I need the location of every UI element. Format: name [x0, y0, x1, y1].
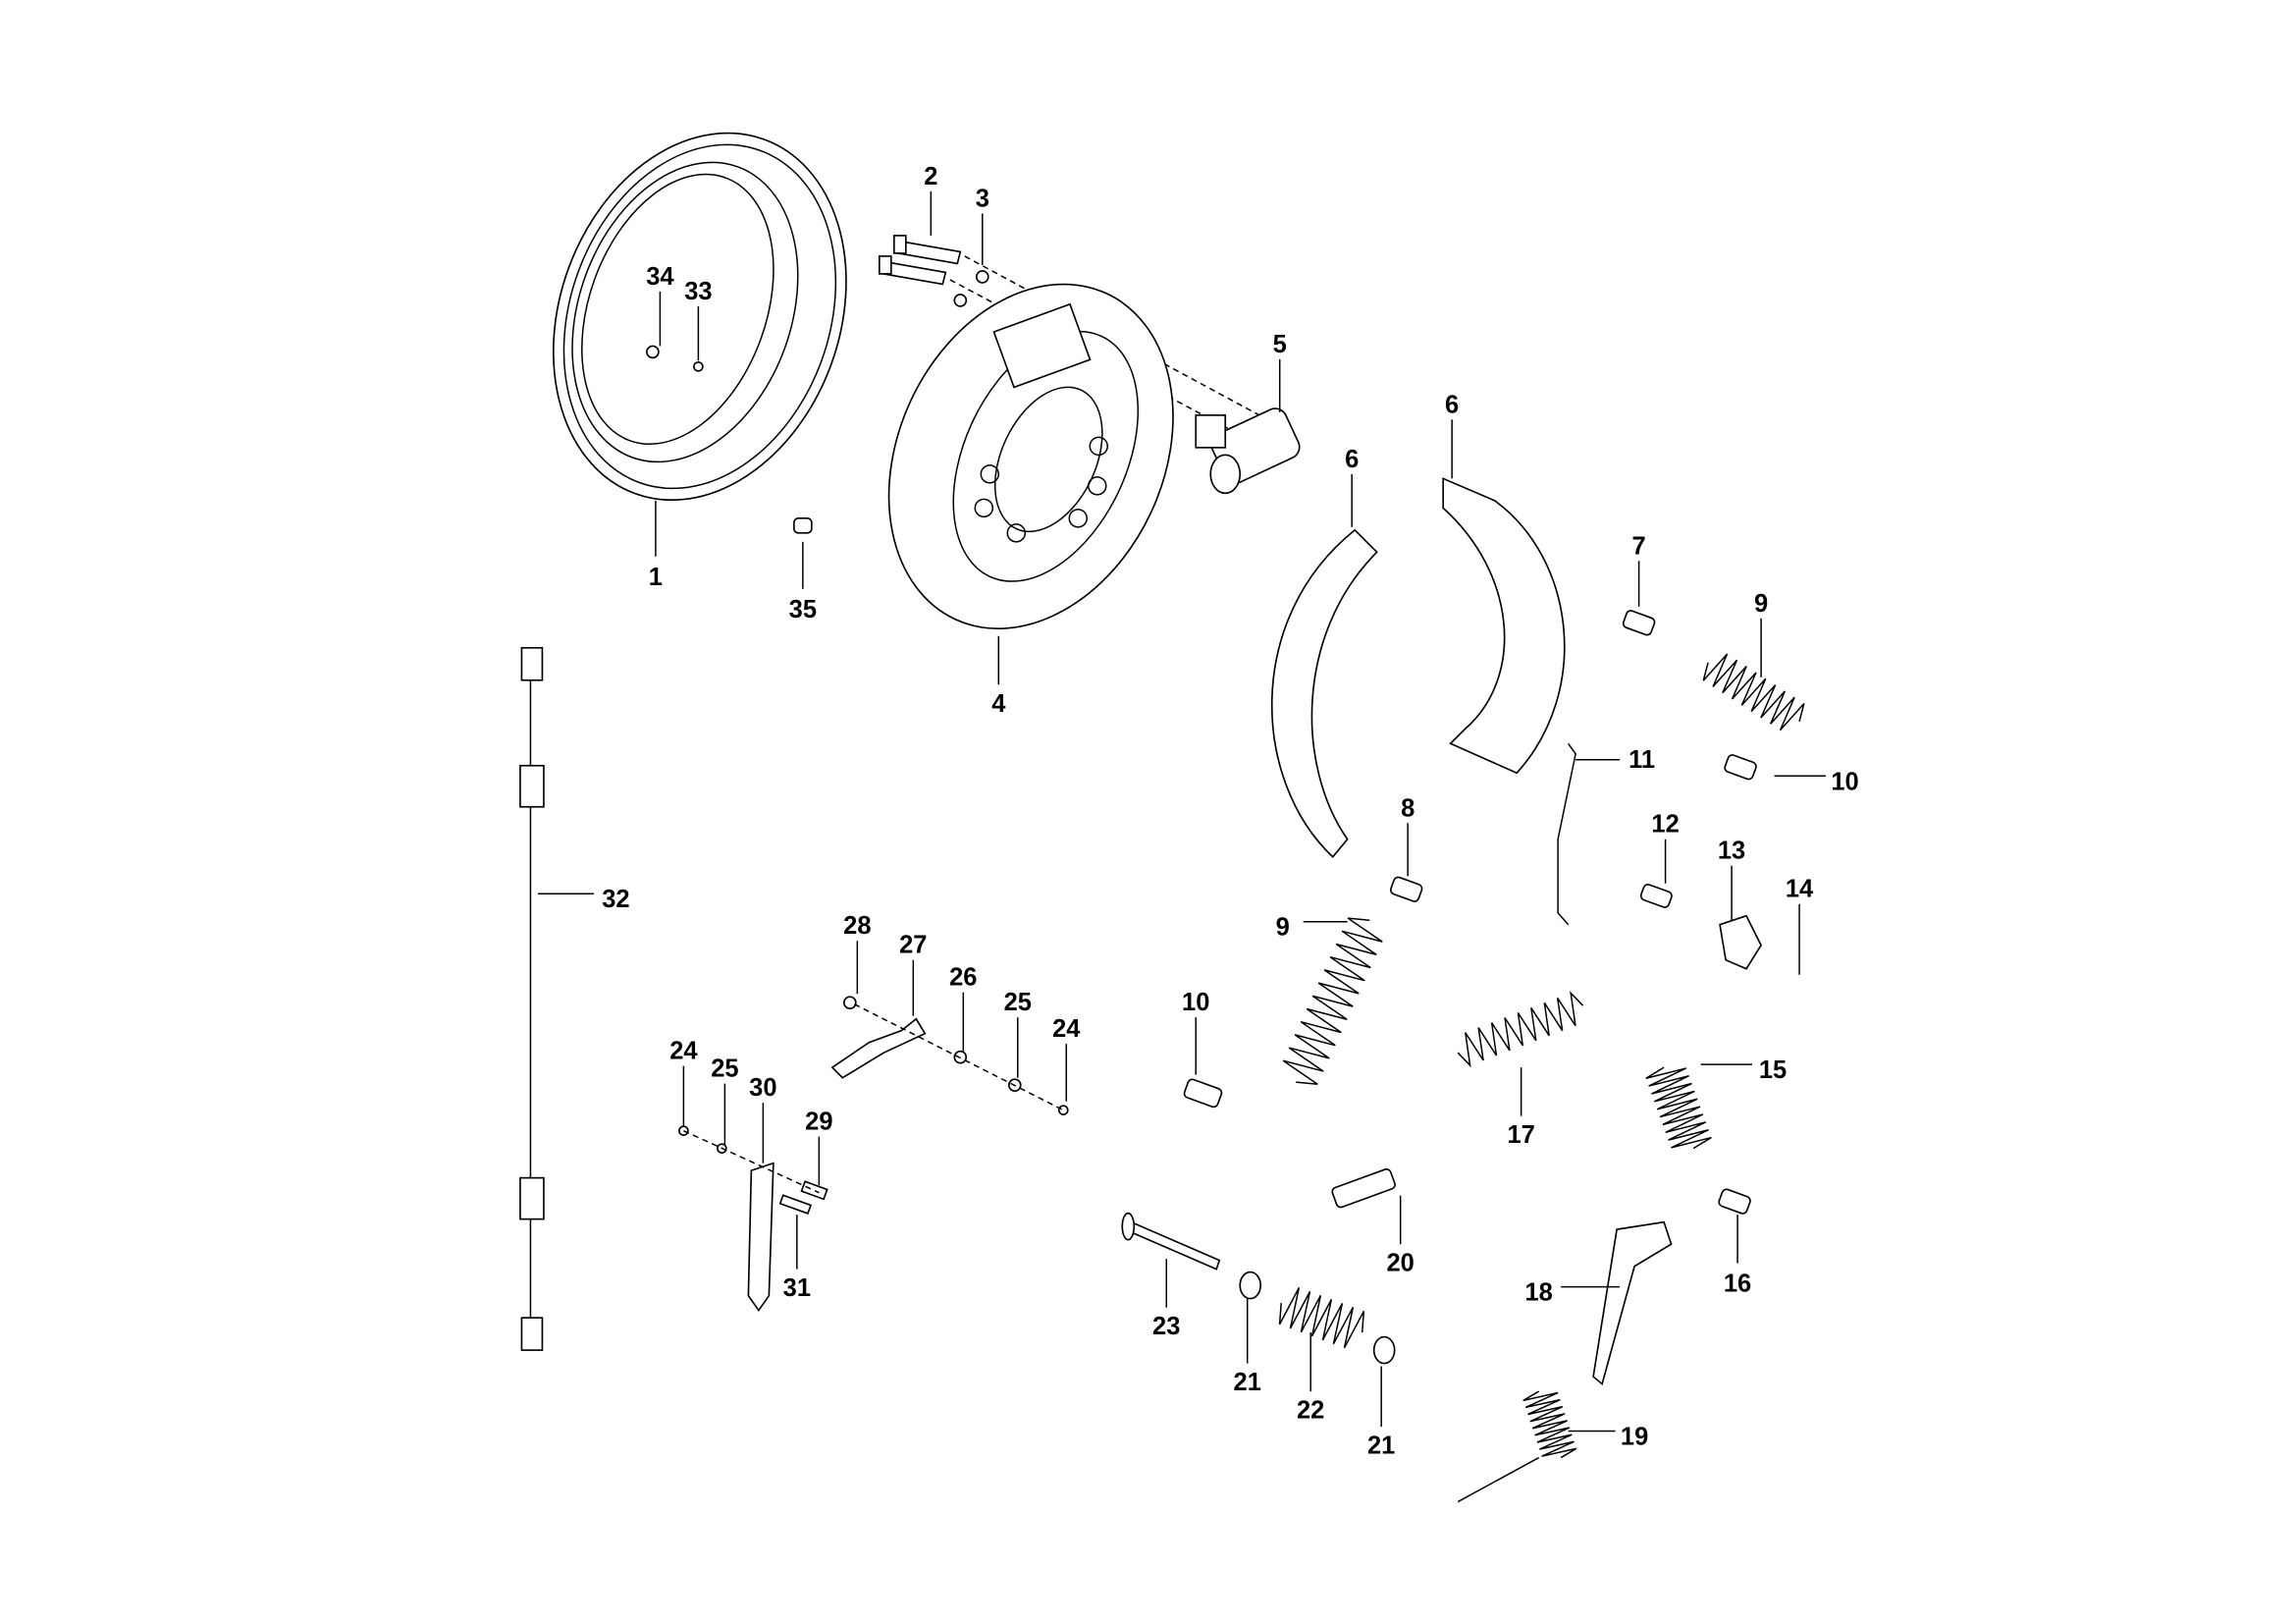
callout-label: 20: [1386, 1250, 1414, 1277]
callout-label: 3: [976, 185, 989, 212]
spring: [1645, 1066, 1712, 1150]
adjuster-rod: [1557, 742, 1576, 926]
callout-label: 28: [843, 912, 871, 940]
callout-label: 12: [1651, 811, 1679, 839]
washer: [1372, 1335, 1396, 1365]
part-35: [793, 517, 813, 534]
callout-labels: 1233433354566791011812131491015173228272…: [537, 163, 1859, 1460]
callout-label: 35: [789, 596, 817, 623]
callout-label: 26: [949, 964, 977, 992]
callout-label: 4: [991, 690, 1006, 718]
callout-label: 11: [1629, 746, 1655, 774]
callout-label: 32: [602, 886, 629, 913]
brake-shoe-lined: [1270, 528, 1378, 858]
callout-label: 24: [1052, 1015, 1081, 1043]
callout-label: 2: [924, 163, 937, 190]
callout-label: 9: [1754, 590, 1768, 618]
washer: [1239, 1271, 1262, 1300]
callout-label: 23: [1152, 1313, 1180, 1340]
hold-down-pin: [1127, 1220, 1221, 1271]
callout-label: 21: [1367, 1433, 1395, 1460]
spring-tail: [1457, 1456, 1539, 1503]
callout-label: 16: [1724, 1271, 1751, 1298]
callout-label: 33: [684, 278, 712, 305]
backing-plate: [887, 283, 1174, 630]
brake-drum: [552, 132, 847, 502]
callout-label: 27: [899, 932, 927, 959]
callout-label: 24: [669, 1038, 698, 1065]
callout-label: 25: [711, 1056, 738, 1083]
callout-label: 25: [1004, 989, 1032, 1016]
callout-label: 6: [1345, 446, 1359, 473]
small-pins: [1183, 610, 1800, 1215]
callout-label: 34: [646, 263, 674, 291]
brake-shoe: [1442, 477, 1566, 775]
spring: [1702, 653, 1805, 731]
callout-label: 15: [1759, 1056, 1787, 1084]
callout-label: 18: [1524, 1279, 1552, 1307]
spring: [1278, 1287, 1365, 1349]
parking-brake-cable: [519, 646, 545, 1351]
lever-30: [747, 1162, 774, 1313]
callout-label: 30: [749, 1074, 776, 1102]
callout-label: 5: [1273, 331, 1287, 358]
callout-label: 14: [1786, 876, 1814, 903]
spring: [1282, 917, 1383, 1086]
springs: [1278, 653, 1805, 1503]
callout-label: 9: [1276, 914, 1290, 942]
callout-label: 17: [1507, 1121, 1534, 1149]
callout-label: 1: [649, 564, 663, 591]
callout-label: 22: [1297, 1397, 1324, 1425]
lever-27: [830, 1017, 927, 1079]
bracket: [1592, 1220, 1673, 1386]
callout-label: 13: [1718, 838, 1745, 865]
spring: [1457, 991, 1584, 1068]
callout-label: 19: [1621, 1424, 1648, 1451]
spring: [1522, 1390, 1577, 1459]
callout-label: 8: [1401, 794, 1415, 822]
callout-label: 10: [1182, 989, 1209, 1016]
callout-label: 10: [1831, 768, 1858, 795]
callout-label: 7: [1632, 532, 1646, 560]
callout-label: 29: [805, 1109, 832, 1136]
callout-label: 6: [1445, 391, 1459, 418]
callout-label: 31: [783, 1274, 811, 1302]
callout-label: 21: [1234, 1369, 1261, 1396]
parts-drawings: [519, 132, 1805, 1503]
adjuster-screw: [1331, 1167, 1396, 1209]
wheel-cylinder: [1195, 407, 1301, 495]
